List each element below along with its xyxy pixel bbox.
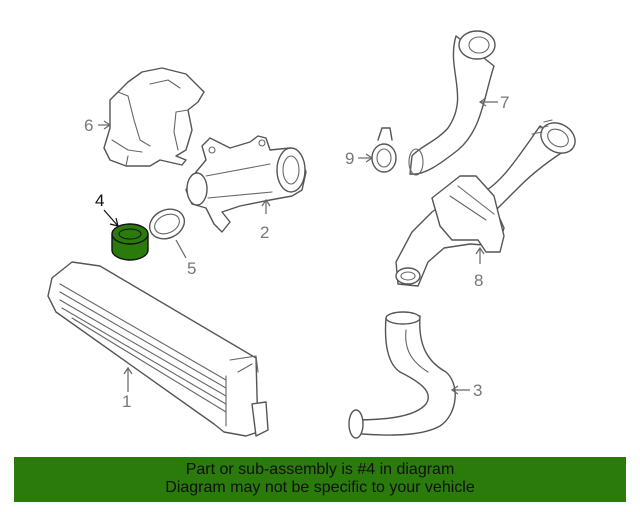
- callout-3: 3: [473, 381, 482, 400]
- leader-5: [175, 239, 187, 259]
- callout-2: 2: [260, 223, 269, 242]
- parts-diagram: 6 2 4 5 1: [47, 30, 581, 439]
- info-banner: Part or sub-assembly is #4 in diagram Di…: [14, 457, 626, 502]
- part-5-clamp-ring[interactable]: [145, 204, 189, 245]
- part-1-intercooler[interactable]: [47, 261, 269, 437]
- callout-7: 7: [500, 93, 509, 112]
- banner-line-1: Part or sub-assembly is #4 in diagram: [185, 461, 455, 478]
- part-3-lower-hose[interactable]: [348, 311, 456, 439]
- part-6-heat-shield[interactable]: [103, 67, 205, 167]
- part-7-upper-hose[interactable]: [408, 30, 496, 176]
- callout-1: 1: [122, 392, 131, 411]
- callout-6: 6: [84, 116, 93, 135]
- callout-8: 8: [474, 271, 483, 290]
- part-4-seal-ring[interactable]: [111, 223, 149, 261]
- banner-line-2: Diagram may not be specific to your vehi…: [165, 479, 475, 496]
- leader-4: [103, 209, 119, 227]
- callout-4: 4: [95, 191, 104, 210]
- part-2-intake-pipe[interactable]: [185, 135, 307, 233]
- part-9-hose-clamp[interactable]: [371, 127, 397, 173]
- part-8-charge-pipe[interactable]: [395, 117, 581, 287]
- callout-5: 5: [187, 259, 196, 278]
- callout-9: 9: [345, 149, 354, 168]
